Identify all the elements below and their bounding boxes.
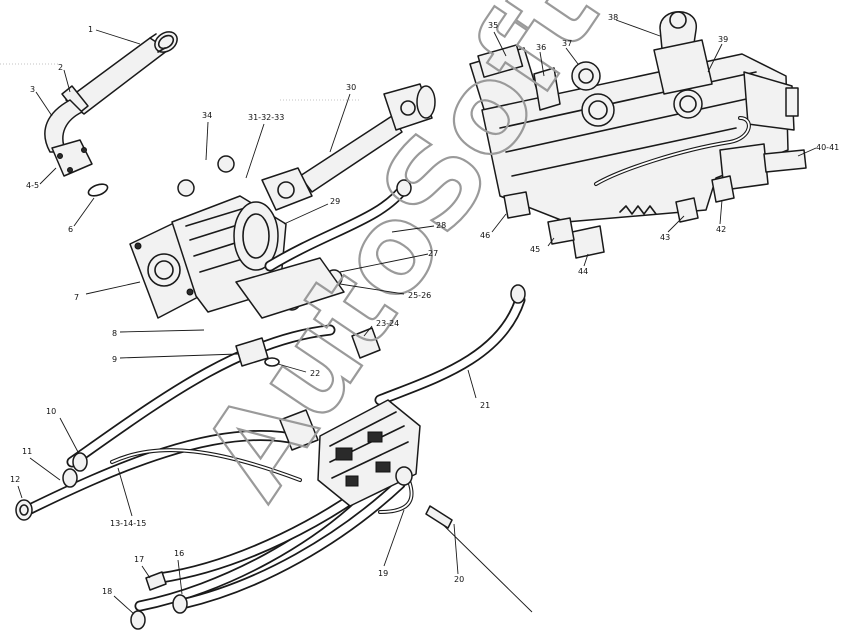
fitting-44 [571, 225, 605, 259]
callout-46: 46 [480, 231, 490, 240]
valve-block [317, 399, 421, 507]
suction-tube-assembly [44, 31, 178, 197]
callout-28: 28 [436, 221, 446, 230]
fitting-21-end [510, 284, 526, 304]
fitting-12 [15, 499, 33, 521]
port-main [581, 93, 615, 127]
callout-12: 12 [10, 475, 20, 484]
fitting-23-24 [351, 327, 381, 359]
mounting-bracket [235, 257, 345, 319]
callout-16: 16 [174, 549, 184, 558]
callout-43: 43 [660, 233, 670, 242]
valve-manifold-assembly [469, 11, 807, 259]
callout-25-26: 25-26 [408, 291, 431, 300]
callout-29: 29 [330, 197, 340, 206]
callout-8: 8 [112, 329, 117, 338]
callout-13-14-15: 13-14-15 [110, 519, 146, 528]
callout-39: 39 [718, 35, 728, 44]
callout-23-24: 23-24 [376, 319, 399, 328]
hose-fittings [15, 179, 533, 630]
o-ring-6 [87, 183, 109, 197]
callout-9: 9 [112, 355, 117, 364]
drive-shaft-assembly [261, 83, 436, 211]
callout-30: 30 [346, 83, 356, 92]
universal-joint-31-33 [261, 167, 313, 211]
callout-10: 10 [46, 407, 56, 416]
leader-lines [17, 19, 817, 615]
callout-42: 42 [716, 225, 726, 234]
callout-40-41: 40-41 [816, 143, 839, 152]
fitting-43 [675, 197, 699, 223]
fitting-29-end [396, 179, 412, 197]
callout-labels: 1 2 3 4-5 6 7 8 9 10 11 12 13-14-15 16 1… [10, 13, 839, 596]
fitting-36 [533, 67, 561, 111]
body-39 [653, 39, 713, 95]
fitting-17 [145, 571, 167, 591]
callout-22: 22 [310, 369, 320, 378]
callout-11: 11 [22, 447, 32, 456]
callout-31-32-33: 31-32-33 [248, 113, 284, 122]
callout-34: 34 [202, 111, 212, 120]
bolt-34b [217, 155, 235, 173]
pump-housing-assembly [129, 155, 345, 319]
callout-36: 36 [536, 43, 546, 52]
fitting-10 [72, 452, 88, 472]
o-ring-22 [264, 357, 280, 367]
fitting-11 [62, 468, 78, 488]
callout-17: 17 [134, 555, 144, 564]
cap-37 [571, 61, 601, 91]
bolt-34a [177, 179, 195, 197]
connector-40-41 [719, 143, 769, 191]
fitting-42 [711, 175, 735, 203]
port-right [673, 89, 703, 119]
callout-18: 18 [102, 587, 112, 596]
callout-21: 21 [480, 401, 490, 410]
callout-7: 7 [74, 293, 79, 302]
callout-38: 38 [608, 13, 618, 22]
callout-6: 6 [68, 225, 73, 234]
fitting-46 [503, 191, 531, 219]
fitting-18 [130, 610, 146, 630]
callout-44: 44 [578, 267, 588, 276]
fitting-45 [547, 217, 575, 245]
callout-27: 27 [428, 249, 438, 258]
callout-37: 37 [562, 39, 572, 48]
pump-right-end [743, 71, 795, 131]
central-valve-block [317, 399, 421, 507]
hose-bundle [22, 182, 526, 612]
callout-4-5: 4-5 [26, 181, 39, 190]
callout-3: 3 [30, 85, 35, 94]
elbow-fitting [279, 409, 319, 451]
callout-19: 19 [378, 569, 388, 578]
pump-bearing-cap [233, 201, 279, 271]
callout-20: 20 [454, 575, 464, 584]
callout-45: 45 [530, 245, 540, 254]
callout-2: 2 [58, 63, 63, 72]
callout-1: 1 [88, 25, 93, 34]
fitting-16 [172, 594, 188, 614]
callout-35: 35 [488, 21, 498, 30]
